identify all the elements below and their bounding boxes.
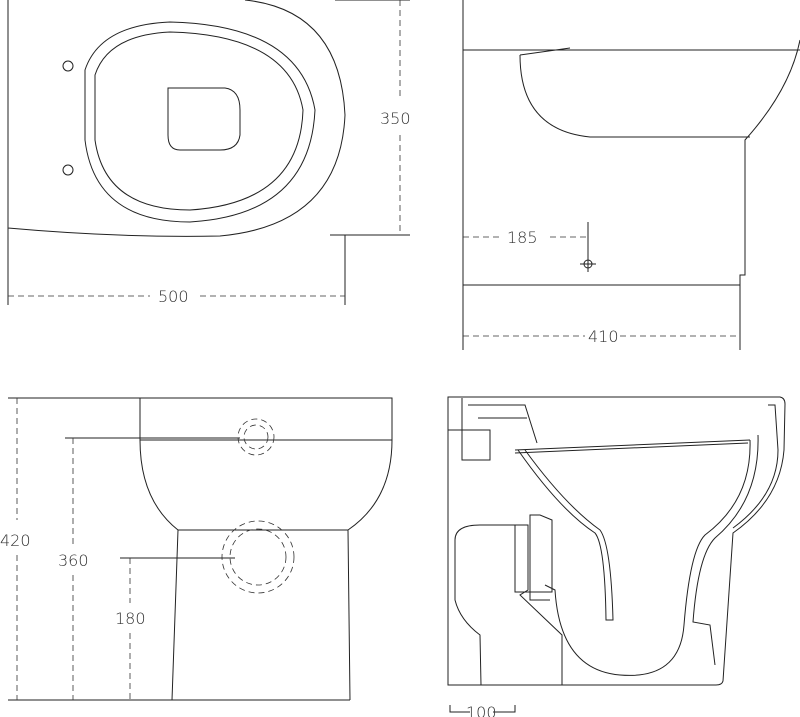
dimension-180: 180	[115, 609, 146, 628]
dimension-185: 185	[507, 228, 538, 247]
side-view: 185 410	[462, 0, 800, 350]
dimension-500: 500	[158, 287, 189, 306]
top-view: 350 500	[7, 0, 411, 306]
section-view: 100	[447, 396, 786, 717]
dimension-350: 350	[380, 109, 411, 128]
dimension-420: 420	[0, 531, 31, 550]
front-view: 420 360 180	[0, 397, 393, 701]
dimension-410: 410	[588, 327, 619, 346]
dimension-100: 100	[466, 703, 497, 717]
mounting-hole	[62, 60, 74, 72]
mounting-hole	[62, 164, 74, 176]
dimension-360: 360	[58, 551, 89, 570]
